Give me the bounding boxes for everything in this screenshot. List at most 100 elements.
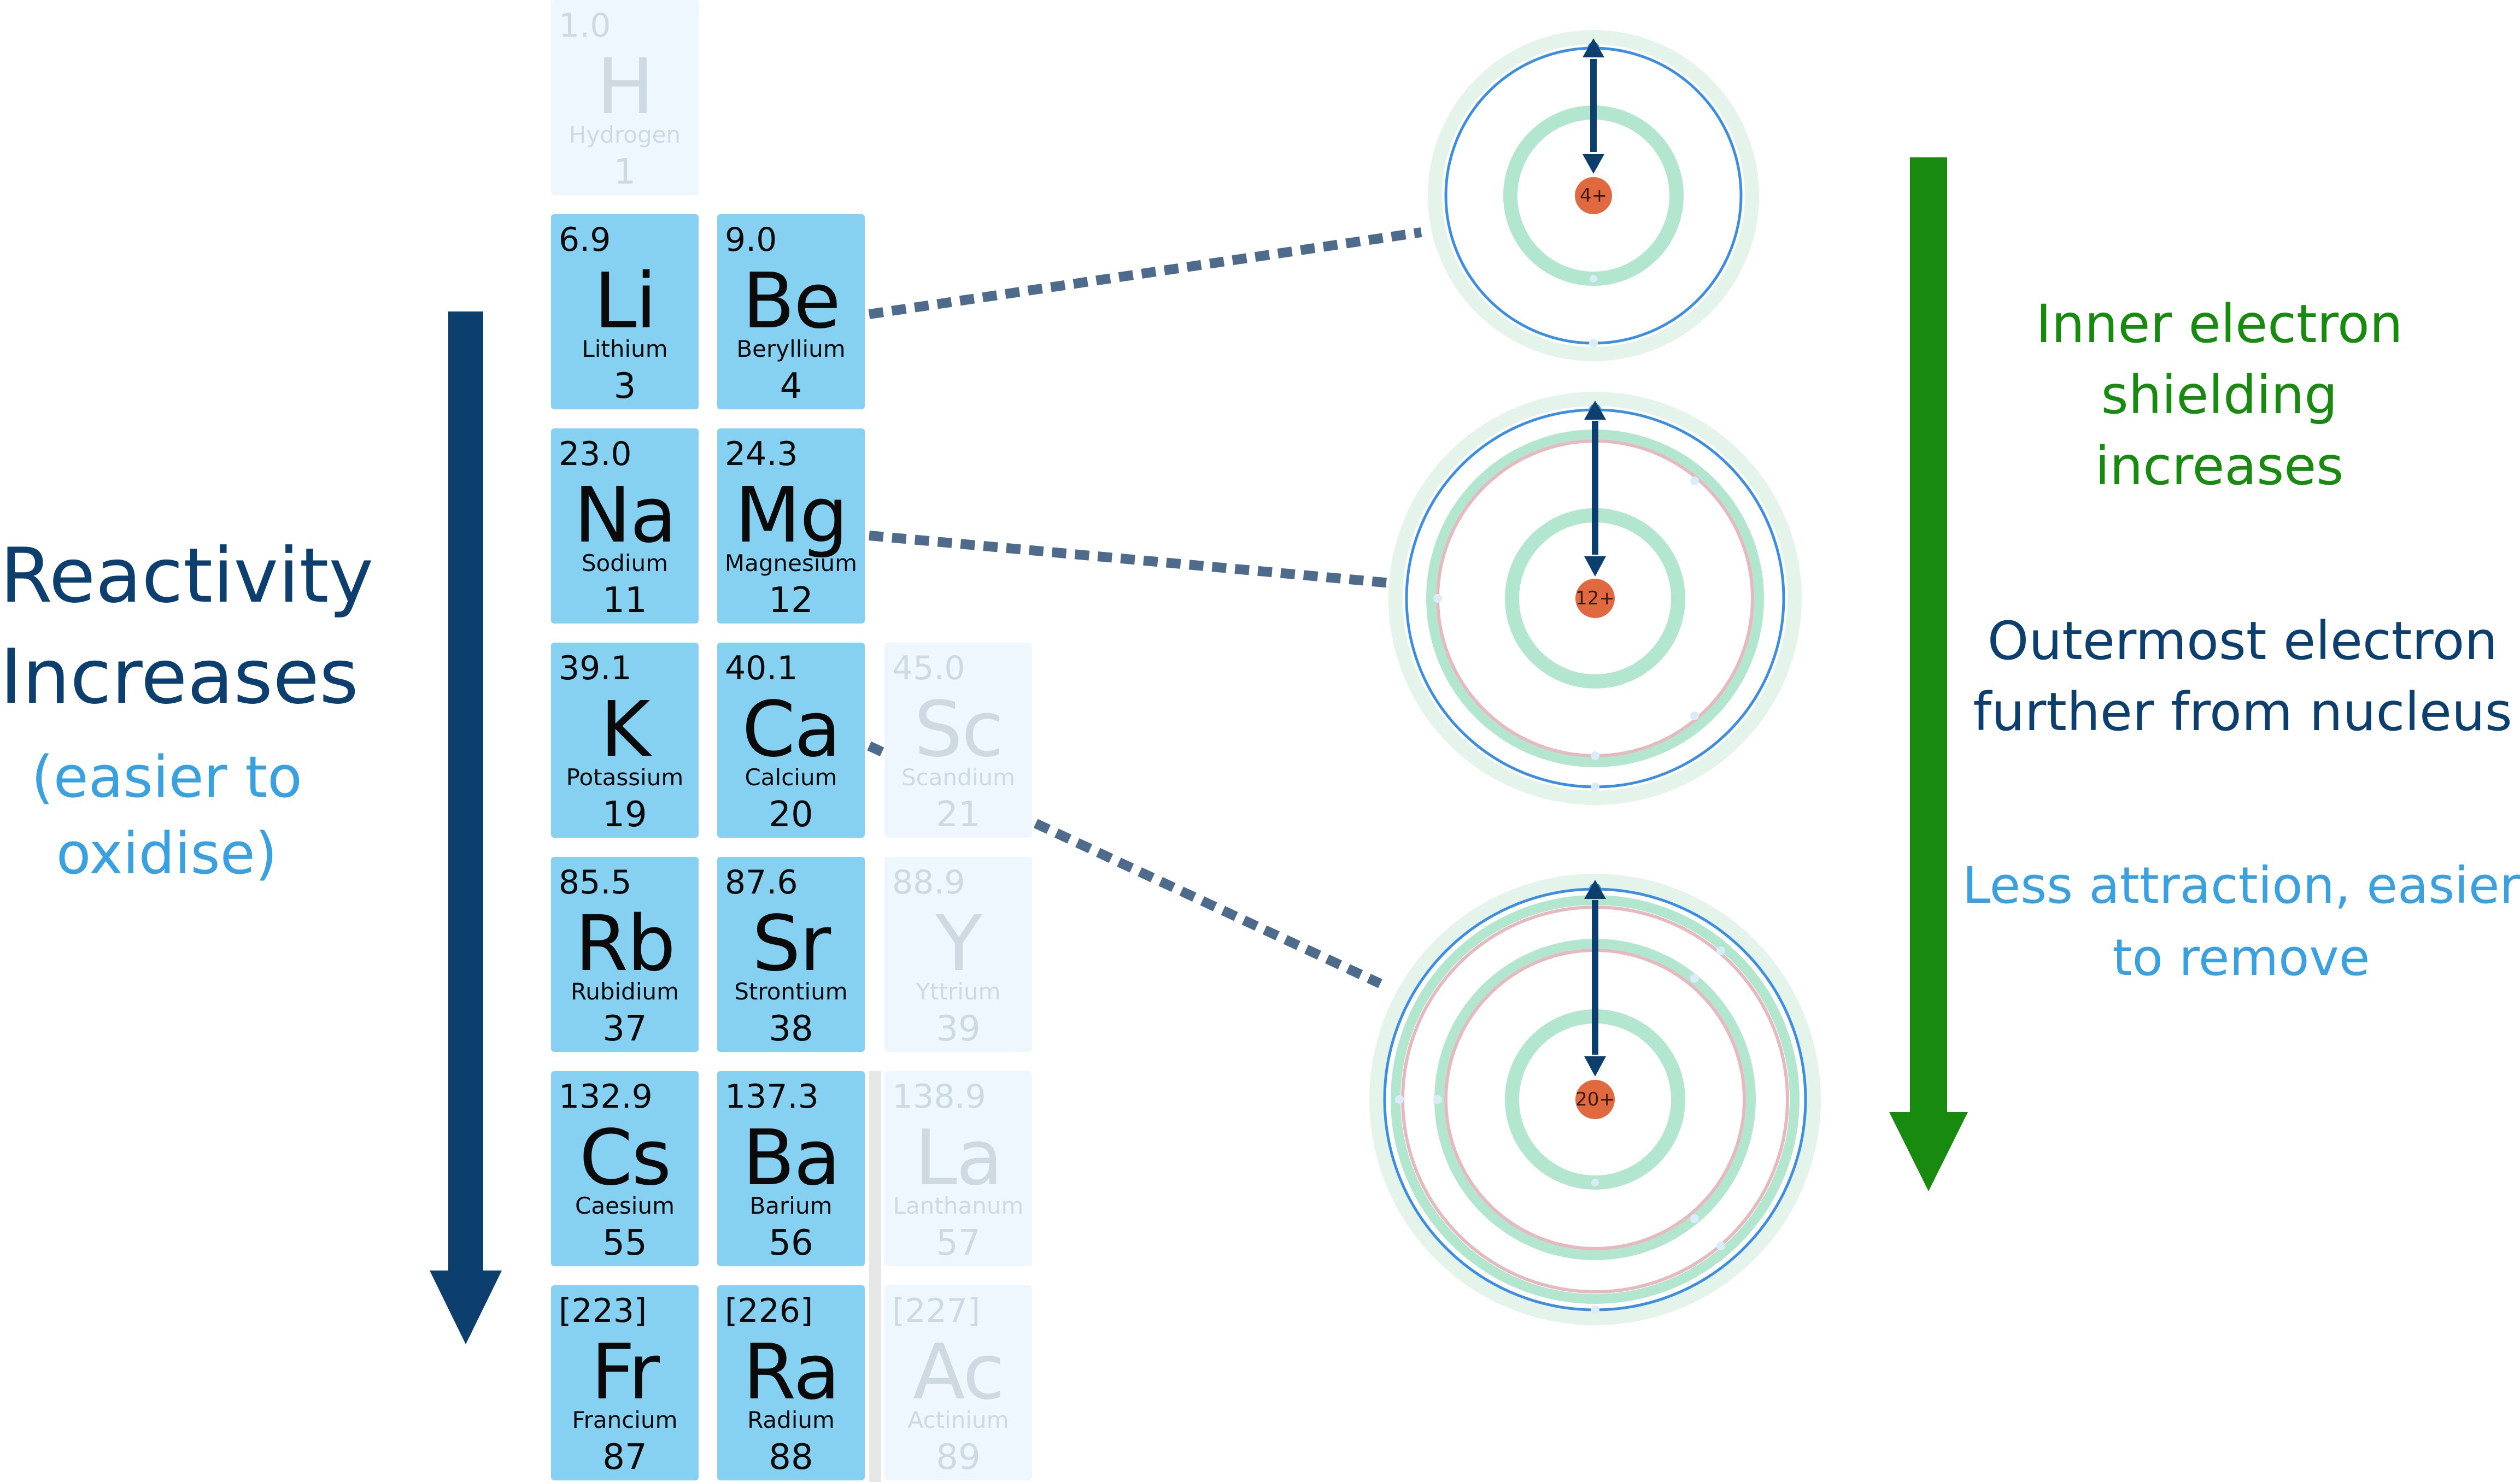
atomic-number: 19 [602, 795, 647, 835]
atomic-number: 12 [769, 580, 813, 621]
shielding-label-line3: increases [2095, 436, 2344, 497]
element-tile-y: 88.9 Y Yttrium 39 [884, 857, 1032, 1052]
outermost-label-line1: Outermost electron [1987, 610, 2498, 672]
element-tile-ra: [226] Ra Radium 88 [717, 1285, 865, 1480]
element-name: Sodium [581, 550, 669, 577]
atomic-number: 1 [613, 152, 636, 192]
atomic-number: 57 [936, 1223, 981, 1263]
element-symbol: Rb [575, 899, 676, 989]
element-name: Lithium [582, 336, 668, 362]
element-symbol: Ca [742, 685, 841, 774]
atomic-number: 20 [769, 795, 813, 835]
element-tile-h: 1.0 H Hydrogen 1 [551, 0, 699, 195]
atomic-number: 39 [936, 1009, 981, 1049]
element-symbol: Li [594, 257, 657, 346]
element-symbol: Sr [752, 899, 831, 989]
element-tile-be: 9.0 Be Beryllium 4 [717, 214, 865, 409]
element-tile-sr: 87.6 Sr Strontium 38 [717, 857, 865, 1052]
attraction-label-line2: to remove [2112, 928, 2370, 987]
element-symbol: Mg [735, 471, 848, 560]
atomic-mass: 88.9 [892, 863, 965, 902]
element-tile-la: 138.9 La Lanthanum 57 [884, 1071, 1032, 1266]
atomic-number: 88 [769, 1437, 813, 1478]
atom-diagram-be [1428, 30, 1759, 361]
atomic-number: 55 [602, 1223, 647, 1263]
shielding-down-arrow [1889, 157, 1968, 1191]
element-symbol: Ba [742, 1114, 841, 1203]
element-symbol: Sc [914, 685, 1004, 774]
atomic-number: 37 [602, 1009, 647, 1049]
element-symbol: Be [742, 257, 841, 346]
element-symbol: Ac [912, 1328, 1005, 1417]
element-name: Actinium [907, 1407, 1009, 1433]
atomic-number: 56 [769, 1223, 813, 1263]
atom-diagram-mg [1388, 392, 1802, 805]
nucleus-charge-ca: 20+ [1575, 1089, 1615, 1110]
element-tile-cs: 132.9 Cs Caesium 55 [551, 1071, 699, 1266]
element-name: Magnesium [724, 550, 858, 577]
element-symbol: Cs [579, 1114, 672, 1203]
element-tile-ca: 40.1 Ca Calcium 20 [717, 643, 865, 838]
connector-line-mg [869, 531, 1397, 589]
element-tile-mg: 24.3 Mg Magnesium 12 [717, 428, 865, 624]
element-symbol: Y [935, 899, 982, 989]
atom-diagram-ca [1369, 874, 1821, 1325]
atomic-number: 38 [769, 1009, 813, 1049]
element-name: Lanthanum [893, 1192, 1024, 1219]
divider-bar [869, 1071, 881, 1482]
atomic-mass: 40.1 [725, 649, 798, 687]
element-name: Yttrium [916, 978, 1001, 1005]
element-name: Barium [749, 1192, 833, 1219]
atomic-number: 89 [936, 1437, 981, 1478]
atomic-mass: 9.0 [725, 221, 777, 259]
element-name: Potassium [566, 764, 684, 791]
atomic-mass: 39.1 [559, 649, 632, 687]
reactivity-down-arrow [430, 311, 502, 1344]
element-name: Scandium [901, 764, 1015, 791]
atomic-mass: 6.9 [559, 221, 611, 259]
atomic-number: 4 [780, 366, 802, 407]
shielding-label-line1: Inner electron [2036, 293, 2403, 355]
nucleus-charge-be: 4+ [1579, 185, 1608, 207]
atomic-mass: 138.9 [892, 1078, 986, 1116]
outermost-label-line2: further from nucleus [1973, 681, 2512, 743]
atomic-mass: 1.0 [559, 7, 611, 45]
element-name: Hydrogen [569, 121, 681, 148]
oxidise-subtitle-line1: (easier to [31, 744, 302, 810]
atomic-mass: 24.3 [725, 435, 798, 473]
element-name: Caesium [575, 1192, 675, 1219]
element-name: Francium [572, 1407, 678, 1433]
atomic-mass: 137.3 [725, 1078, 819, 1116]
element-symbol: K [600, 685, 650, 774]
element-tile-ba: 137.3 Ba Barium 56 [717, 1071, 865, 1266]
atomic-mass: 132.9 [559, 1078, 653, 1116]
element-name: Strontium [734, 978, 848, 1005]
element-symbol: Fr [591, 1328, 660, 1417]
element-symbol: Ra [743, 1328, 840, 1417]
atomic-mass: 87.6 [725, 863, 798, 902]
oxidise-subtitle-line2: oxidise) [56, 820, 278, 887]
element-tile-sc: 45.0 Sc Scandium 21 [884, 643, 1032, 838]
atomic-number: 87 [602, 1437, 647, 1478]
atomic-number: 21 [936, 795, 981, 835]
atomic-mass: 45.0 [892, 649, 965, 687]
atomic-mass: 23.0 [559, 435, 632, 473]
atomic-mass: [227] [892, 1292, 981, 1330]
element-tile-ac: [227] Ac Actinium 89 [884, 1285, 1032, 1480]
element-tile-na: 23.0 Na Sodium 11 [551, 428, 699, 624]
atomic-mass: [223] [559, 1292, 647, 1330]
atomic-mass: 85.5 [559, 863, 632, 902]
element-symbol: H [596, 43, 654, 132]
nucleus-charge-mg: 12+ [1575, 587, 1615, 609]
element-name: Beryllium [736, 336, 846, 362]
reactivity-title-line1: Reactivity [0, 532, 374, 620]
element-tile-fr: [223] Fr Francium 87 [551, 1285, 699, 1480]
element-name: Calcium [745, 764, 837, 791]
element-tile-rb: 85.5 Rb Rubidium 37 [551, 857, 699, 1052]
connector-line-be [868, 227, 1422, 319]
element-symbol: Na [573, 471, 677, 560]
shielding-label-line2: shielding [2101, 364, 2338, 426]
attraction-label-line1: Less attraction, easier [1962, 856, 2520, 915]
atomic-mass: [226] [725, 1292, 813, 1330]
